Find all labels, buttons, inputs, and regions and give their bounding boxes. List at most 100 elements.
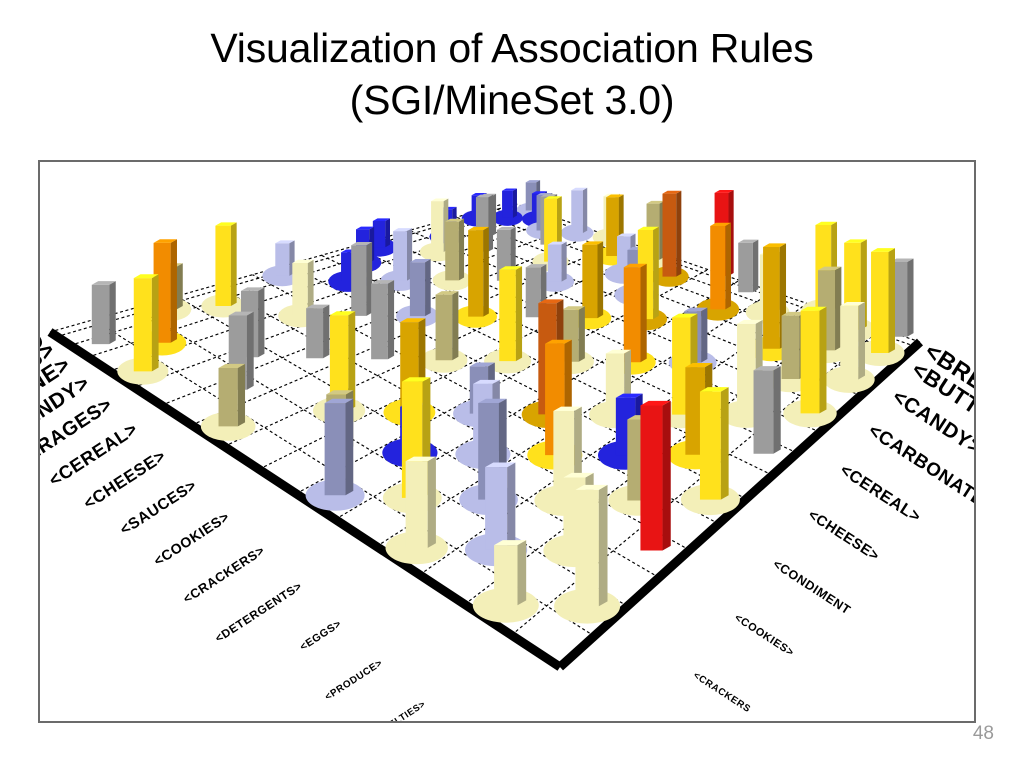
bar-top-face <box>538 299 564 304</box>
bar-top-face <box>326 390 354 395</box>
bar-top-face <box>496 226 516 230</box>
rule-bar[interactable] <box>640 400 671 551</box>
bar-side-face <box>597 241 604 319</box>
rule-bar[interactable] <box>306 304 330 359</box>
bar-top-face <box>485 462 516 468</box>
bar-front-face <box>329 315 349 411</box>
bar-top-face <box>306 304 330 309</box>
rule-bar[interactable] <box>492 188 523 226</box>
rule-bar[interactable] <box>454 226 498 328</box>
bar-side-face <box>345 398 354 496</box>
bar-front-face <box>431 201 444 253</box>
bar-side-face <box>458 218 465 281</box>
bar-side-face <box>366 242 373 316</box>
axis-tick-label: <DETERGENTS> <box>213 580 305 646</box>
bar-top-face <box>133 274 159 279</box>
association-rules-plot[interactable]: <BOTTLED<NOVELTIES><PRODUCE><EGGS><DETER… <box>40 162 974 721</box>
bar-front-face <box>763 246 780 349</box>
rule-bar[interactable] <box>560 187 594 242</box>
rule-bar[interactable] <box>420 291 468 373</box>
bar-front-face <box>738 242 753 293</box>
bar-top-face <box>445 218 465 222</box>
rule-bar[interactable] <box>568 241 612 330</box>
bar-side-face <box>425 259 431 317</box>
rule-bar[interactable] <box>117 274 169 385</box>
bar-side-face <box>640 263 647 363</box>
bar-front-face <box>218 367 238 427</box>
rule-bar[interactable] <box>371 280 395 360</box>
bar-top-face <box>478 398 507 404</box>
rule-bar[interactable] <box>385 456 448 565</box>
axis-tick-label: <EGGS> <box>298 618 344 654</box>
bar-front-face <box>525 267 541 318</box>
bar-top-face <box>372 218 391 221</box>
bar-top-face <box>540 194 558 197</box>
bar-front-face <box>275 243 290 276</box>
association-rules-figure[interactable]: <BOTTLED<NOVELTIES><PRODUCE><EGGS><DETER… <box>38 160 976 723</box>
rule-bar[interactable] <box>484 266 532 374</box>
axis-tick-label: <PRODUCE> <box>323 658 385 703</box>
rule-bar[interactable] <box>738 239 759 293</box>
rule-bar[interactable] <box>91 281 116 345</box>
axis-tick-label: <CEREAL> <box>837 460 925 526</box>
slide-number: 48 <box>972 723 994 744</box>
bar-side-face <box>517 540 527 606</box>
bar-top-face <box>525 264 547 268</box>
bar-top-face <box>710 222 732 226</box>
rule-bar[interactable] <box>201 222 246 318</box>
rule-bar[interactable] <box>783 306 837 428</box>
bar-top-face <box>499 266 523 270</box>
rule-bar[interactable] <box>855 248 905 366</box>
bar-top-face <box>547 241 567 245</box>
bar-front-face <box>306 308 324 359</box>
bar-top-face <box>815 221 838 226</box>
rule-bar[interactable] <box>680 387 740 516</box>
rule-bar[interactable] <box>305 398 365 511</box>
bar-top-face <box>840 301 866 306</box>
rule-bar[interactable] <box>753 366 781 454</box>
bar-side-face <box>452 291 459 361</box>
rule-bar[interactable] <box>554 484 621 624</box>
bar-front-face <box>215 225 231 307</box>
bar-side-face <box>387 280 395 360</box>
bar-top-face <box>502 188 517 191</box>
bar-side-face <box>258 287 265 358</box>
bar-top-face <box>91 281 116 285</box>
bar-top-face <box>525 180 541 183</box>
bar-side-face <box>176 263 183 310</box>
bar-front-face <box>133 278 152 372</box>
bar-top-face <box>275 240 295 244</box>
rule-bar[interactable] <box>823 301 875 393</box>
bar-front-face <box>371 283 388 360</box>
bar-top-face <box>351 242 373 246</box>
bar-side-face <box>427 456 436 548</box>
bar-top-face <box>356 226 375 230</box>
bar-front-face <box>575 489 599 607</box>
bar-side-face <box>773 366 781 454</box>
bar-top-face <box>637 226 659 230</box>
mineset-3d-scene[interactable]: <BOTTLED<NOVELTIES><PRODUCE><EGGS><DETER… <box>40 162 974 721</box>
bar-side-face <box>676 190 682 277</box>
rule-bars[interactable] <box>91 180 914 624</box>
bar-top-face <box>684 307 708 312</box>
bar-top-face <box>699 387 729 392</box>
bar-top-face <box>545 339 572 344</box>
bar-top-face <box>575 484 608 490</box>
rule-bar[interactable] <box>650 190 689 287</box>
rule-bar[interactable] <box>262 240 303 287</box>
rule-bar[interactable] <box>432 218 472 291</box>
bar-top-face <box>582 241 604 245</box>
bar-top-face <box>817 266 842 271</box>
rule-bar[interactable] <box>200 363 256 441</box>
bar-side-face <box>170 239 177 343</box>
bar-front-face <box>91 284 110 345</box>
bar-top-face <box>571 187 588 191</box>
rule-bar[interactable] <box>472 540 539 623</box>
bar-side-face <box>752 239 759 293</box>
bar-front-face <box>372 220 386 248</box>
rule-bar[interactable] <box>351 242 373 316</box>
bar-front-face <box>623 267 641 363</box>
bar-side-face <box>858 301 866 380</box>
bar-side-face <box>653 226 659 320</box>
bar-top-face <box>844 239 867 243</box>
